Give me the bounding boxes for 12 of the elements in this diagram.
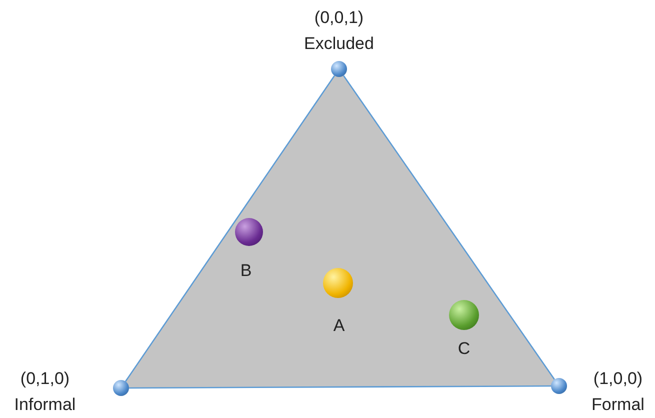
vertex-label: (0,0,1)	[314, 8, 364, 28]
vertex-label: Excluded	[304, 34, 374, 54]
triangle-side	[129, 385, 551, 389]
vertex-label: (0,1,0)	[20, 369, 70, 389]
triangle-side	[343, 75, 555, 380]
vertex-label: Informal	[14, 395, 76, 415]
point-label: B	[240, 261, 252, 281]
triangle-side	[124, 75, 336, 382]
point-label: C	[458, 339, 470, 359]
point-label: A	[333, 316, 345, 336]
vertex-label: Formal	[592, 395, 644, 415]
vertex-label: (1,0,0)	[593, 369, 643, 389]
